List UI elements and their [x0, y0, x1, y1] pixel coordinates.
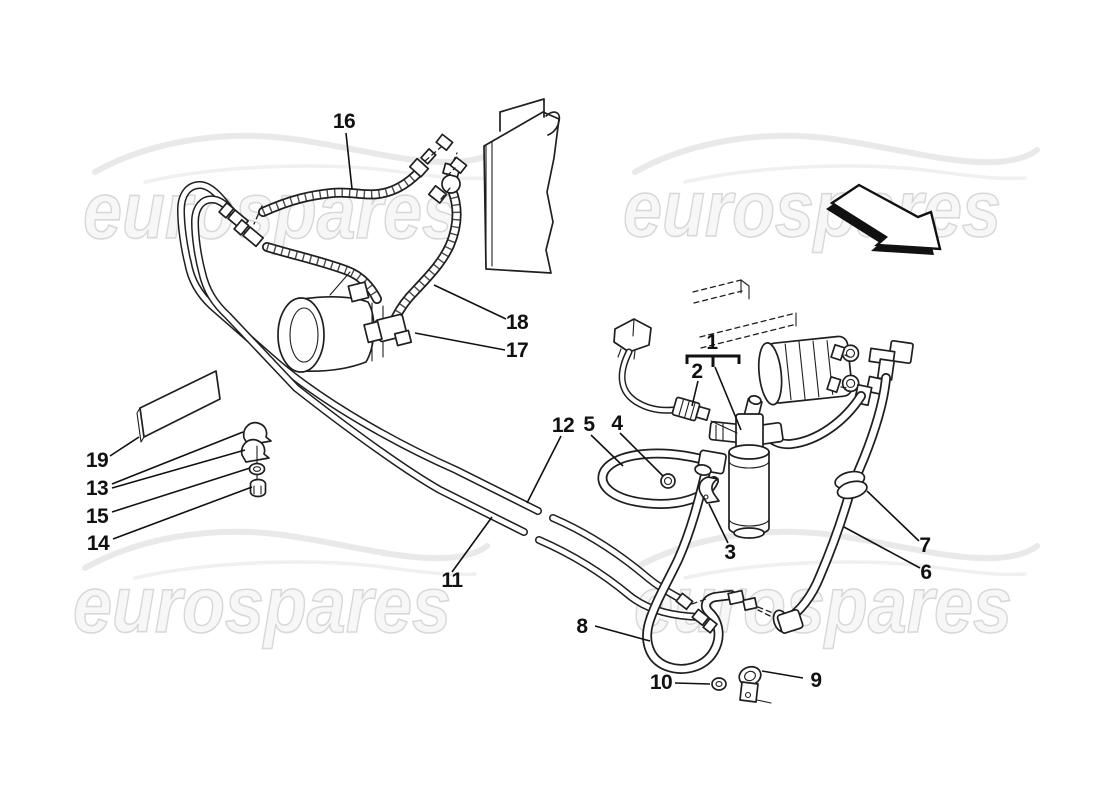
nut-14 — [249, 478, 267, 498]
callout-14: 14 — [86, 532, 110, 555]
nut-4 — [660, 473, 676, 489]
callout-16: 16 — [332, 110, 356, 133]
hose-8-loop — [642, 466, 758, 674]
watermark-top-right: eurospares — [622, 132, 1040, 254]
braided-hose-16 — [258, 148, 437, 217]
callout-17: 17 — [505, 339, 529, 362]
callout-4: 4 — [611, 412, 623, 435]
braided-hose-lower — [262, 242, 382, 304]
elbow-fitting-17 — [363, 313, 413, 347]
callout-2: 2 — [691, 360, 703, 383]
bracket-callout-1 — [685, 354, 741, 367]
tube-end-fittings — [675, 592, 774, 634]
throttle-body — [277, 271, 384, 373]
clamp-9 — [738, 665, 772, 704]
callout-1: 1 — [706, 331, 718, 354]
compressor-unit — [757, 335, 914, 407]
condenser-radiator — [483, 98, 561, 274]
phantom-bracket — [692, 279, 798, 349]
callout-18: 18 — [505, 311, 529, 334]
pipe-clamps-13 — [240, 421, 272, 482]
callout-11: 11 — [441, 569, 463, 592]
mounting-strip-19 — [136, 370, 221, 443]
loop-hose-5 — [597, 448, 719, 509]
callout-8: 8 — [576, 615, 588, 638]
callout-leaders — [109, 132, 921, 685]
callout-10: 10 — [649, 671, 673, 694]
callout-7: 7 — [919, 534, 931, 557]
callout-5: 5 — [583, 413, 595, 436]
callout-9: 9 — [810, 669, 822, 692]
receiver-drier — [694, 395, 784, 539]
grommet — [834, 470, 868, 500]
watermark-bottom-left: eurospares — [72, 528, 490, 650]
pressure-switch-pigtail — [613, 318, 738, 434]
ac-rigid-tubes — [176, 180, 703, 621]
callout-6: 6 — [920, 561, 932, 584]
callout-19: 19 — [85, 449, 109, 472]
callout-12: 12 — [551, 414, 575, 437]
washer-15 — [248, 462, 266, 476]
tube-unions — [218, 201, 264, 248]
washer-10 — [711, 677, 727, 691]
direction-arrow — [826, 183, 942, 255]
hose-6-7 — [757, 373, 891, 634]
callout-15: 15 — [85, 505, 109, 528]
watermark-text: eurospares — [73, 560, 451, 649]
condenser-fittings — [424, 133, 468, 204]
callout-3: 3 — [724, 541, 736, 564]
callout-13: 13 — [85, 477, 109, 500]
watermark-text: eurospares — [623, 164, 1001, 253]
braided-hose-18 — [391, 152, 462, 322]
